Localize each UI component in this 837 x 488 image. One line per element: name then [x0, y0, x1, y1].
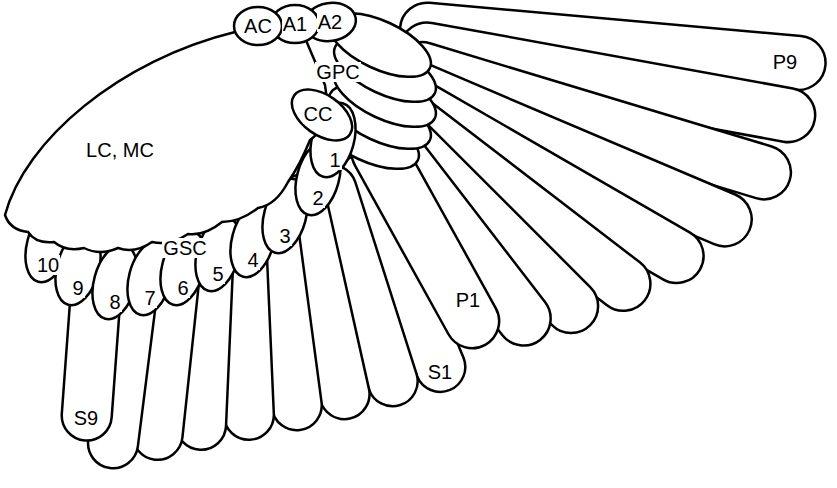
part-label: A2	[317, 12, 343, 32]
part-label: S1	[427, 362, 453, 382]
part-label: 1	[328, 150, 341, 170]
alula	[234, 0, 358, 45]
part-label: 6	[176, 278, 189, 298]
lesser-median-coverts	[5, 32, 327, 252]
alula-feather	[234, 7, 282, 45]
part-label: 2	[311, 188, 324, 208]
part-label: S9	[73, 408, 99, 428]
part-label: 3	[278, 226, 291, 246]
part-label: P1	[455, 290, 481, 310]
part-label: CC	[303, 104, 334, 124]
part-label: 10	[36, 255, 60, 275]
part-label: 8	[108, 292, 121, 312]
greater-primary-coverts	[308, 0, 445, 182]
part-label: AC	[243, 16, 273, 36]
part-label: 4	[246, 250, 259, 270]
part-label: 9	[71, 278, 84, 298]
part-label: LC, MC	[85, 140, 155, 160]
carpal-covert	[283, 79, 362, 151]
part-label: GPC	[315, 62, 360, 82]
part-label: 7	[143, 288, 156, 308]
part-label: 5	[211, 264, 224, 284]
part-label: GSC	[162, 238, 207, 258]
part-label: A1	[282, 14, 308, 34]
part-label: P9	[772, 52, 798, 72]
